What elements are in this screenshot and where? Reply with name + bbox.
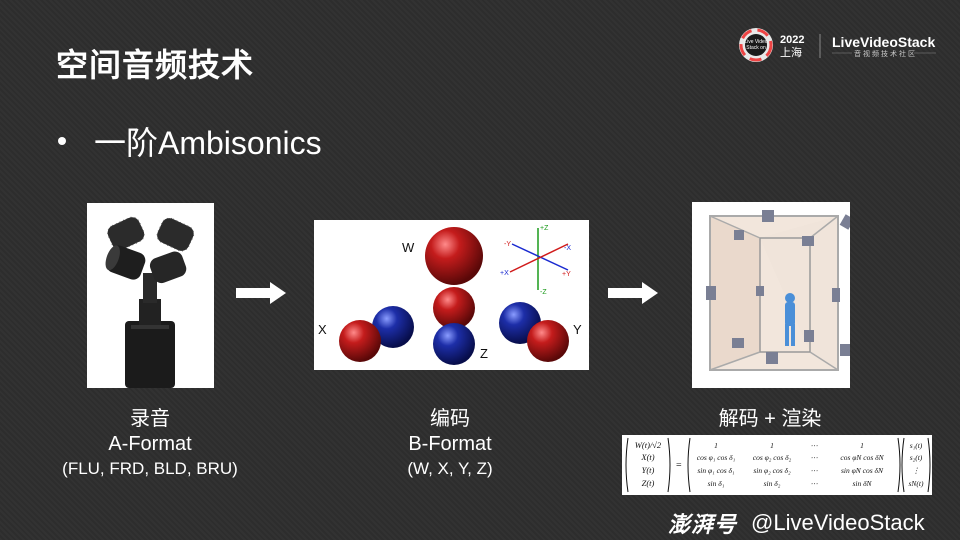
- step-2-title: 编码: [430, 408, 470, 430]
- sphere-label-w: W: [402, 240, 415, 255]
- logo-subtitle: 音视频技术社区: [854, 49, 917, 58]
- svg-text:⋯: ⋯: [810, 441, 818, 450]
- step-1-format: A-Format: [108, 433, 192, 455]
- bullet-item: 一阶Ambisonics: [58, 118, 322, 164]
- room-render-image: [692, 202, 855, 388]
- step-3-title: 解码 + 渲染: [718, 408, 822, 430]
- svg-text:sin δ₂: sin δ₂: [764, 479, 781, 488]
- svg-text:⋯: ⋯: [810, 453, 818, 462]
- arrow-right-icon: [236, 282, 286, 304]
- svg-text:sin φ₁ cos δ₁: sin φ₁ cos δ₁: [697, 466, 735, 475]
- axis-label-px: +X: [500, 270, 509, 277]
- svg-text:=: =: [676, 460, 682, 471]
- bullet-text: 一阶Ambisonics: [94, 125, 322, 161]
- sphere-label-y: Y: [573, 322, 582, 337]
- svg-text:sin φ₂ cos δ₂: sin φ₂ cos δ₂: [753, 466, 791, 475]
- step-1-title: 录音: [130, 408, 170, 430]
- svg-text:⋮: ⋮: [912, 466, 920, 475]
- svg-text:sin δN: sin δN: [852, 479, 872, 488]
- svg-text:cos φN cos δN: cos φN cos δN: [840, 453, 884, 462]
- step-1-caption: 录音 A-Format (FLU, FRD, BLD, BRU): [60, 407, 240, 481]
- svg-text:sN(t): sN(t): [909, 479, 925, 488]
- watermark-handle: @LiveVideoStack: [751, 510, 925, 535]
- svg-text:⋯: ⋯: [810, 466, 818, 475]
- logo-brand: LiveVideoStack: [832, 34, 935, 50]
- svg-text:1: 1: [860, 441, 864, 450]
- bullet-dot-icon: [58, 137, 66, 145]
- arrow-right-icon: [608, 282, 658, 304]
- axes-icon: +Z -Z +X -X +Y -Y: [500, 225, 571, 296]
- axis-label-ny: -Y: [504, 241, 511, 248]
- livevideostack-logo: Live Video Stack on 2022 上海 LiveVideoSta…: [739, 28, 936, 62]
- step-2-caption: 编码 B-Format (W, X, Y, Z): [370, 407, 530, 481]
- svg-text:sin φN cos δN: sin φN cos δN: [841, 466, 884, 475]
- axis-label-py: +Y: [562, 271, 571, 278]
- step-2-format: B-Format: [408, 433, 492, 455]
- svg-text:cos φ₂ cos δ₂: cos φ₂ cos δ₂: [753, 453, 792, 462]
- axis-label-nx: -X: [564, 245, 571, 252]
- formula-lhs-x: X(t): [640, 452, 654, 462]
- formula-lhs-w: W(t)/√2: [635, 440, 662, 450]
- svg-text:cos φ₁ cos δ₁: cos φ₁ cos δ₁: [697, 453, 736, 462]
- microphone-image: [87, 203, 214, 388]
- ambisonic-microphone-icon: [87, 203, 214, 388]
- logo-badge-line-1: Live Video: [744, 39, 767, 45]
- svg-text:1: 1: [714, 441, 718, 450]
- b-format-spheres: W Z X Y +Z -Z +X -X +Y -Y: [314, 220, 589, 370]
- step-3-caption: 解码 + 渲染: [690, 407, 850, 431]
- formula-lhs-z: Z(t): [642, 478, 655, 488]
- svg-text:⋯: ⋯: [810, 479, 818, 488]
- formula-lhs-y: Y(t): [642, 465, 655, 475]
- sphere-label-x: X: [318, 322, 327, 337]
- slide-title: 空间音频技术: [56, 47, 255, 83]
- sphere-label-z: Z: [480, 346, 488, 361]
- logo-city: 上海: [780, 45, 802, 59]
- logo-year: 2022: [780, 34, 804, 46]
- svg-text:sin δ₁: sin δ₁: [708, 479, 725, 488]
- step-2-detail: (W, X, Y, Z): [407, 459, 493, 478]
- watermark: 澎湃号 @LiveVideoStack: [668, 507, 925, 539]
- step-1-detail: (FLU, FRD, BLD, BRU): [62, 459, 238, 478]
- watermark-brand: 澎湃号: [668, 512, 738, 537]
- logo-badge-line-2: Stack on: [746, 45, 766, 51]
- svg-text:1: 1: [770, 441, 774, 450]
- svg-text:s₁(t): s₁(t): [910, 441, 923, 450]
- decoding-formula: W(t)/√2 X(t) Y(t) Z(t) = 1 1 ⋯ 1 cos φ₁ …: [622, 435, 932, 495]
- speaker-room-render-icon: [692, 202, 855, 388]
- spheres-image: W Z X Y +Z -Z +X -X +Y -Y: [314, 220, 589, 370]
- axis-label-nz: -Z: [540, 289, 547, 296]
- axis-label-pz: +Z: [540, 225, 549, 232]
- svg-text:s₂(t): s₂(t): [910, 453, 923, 462]
